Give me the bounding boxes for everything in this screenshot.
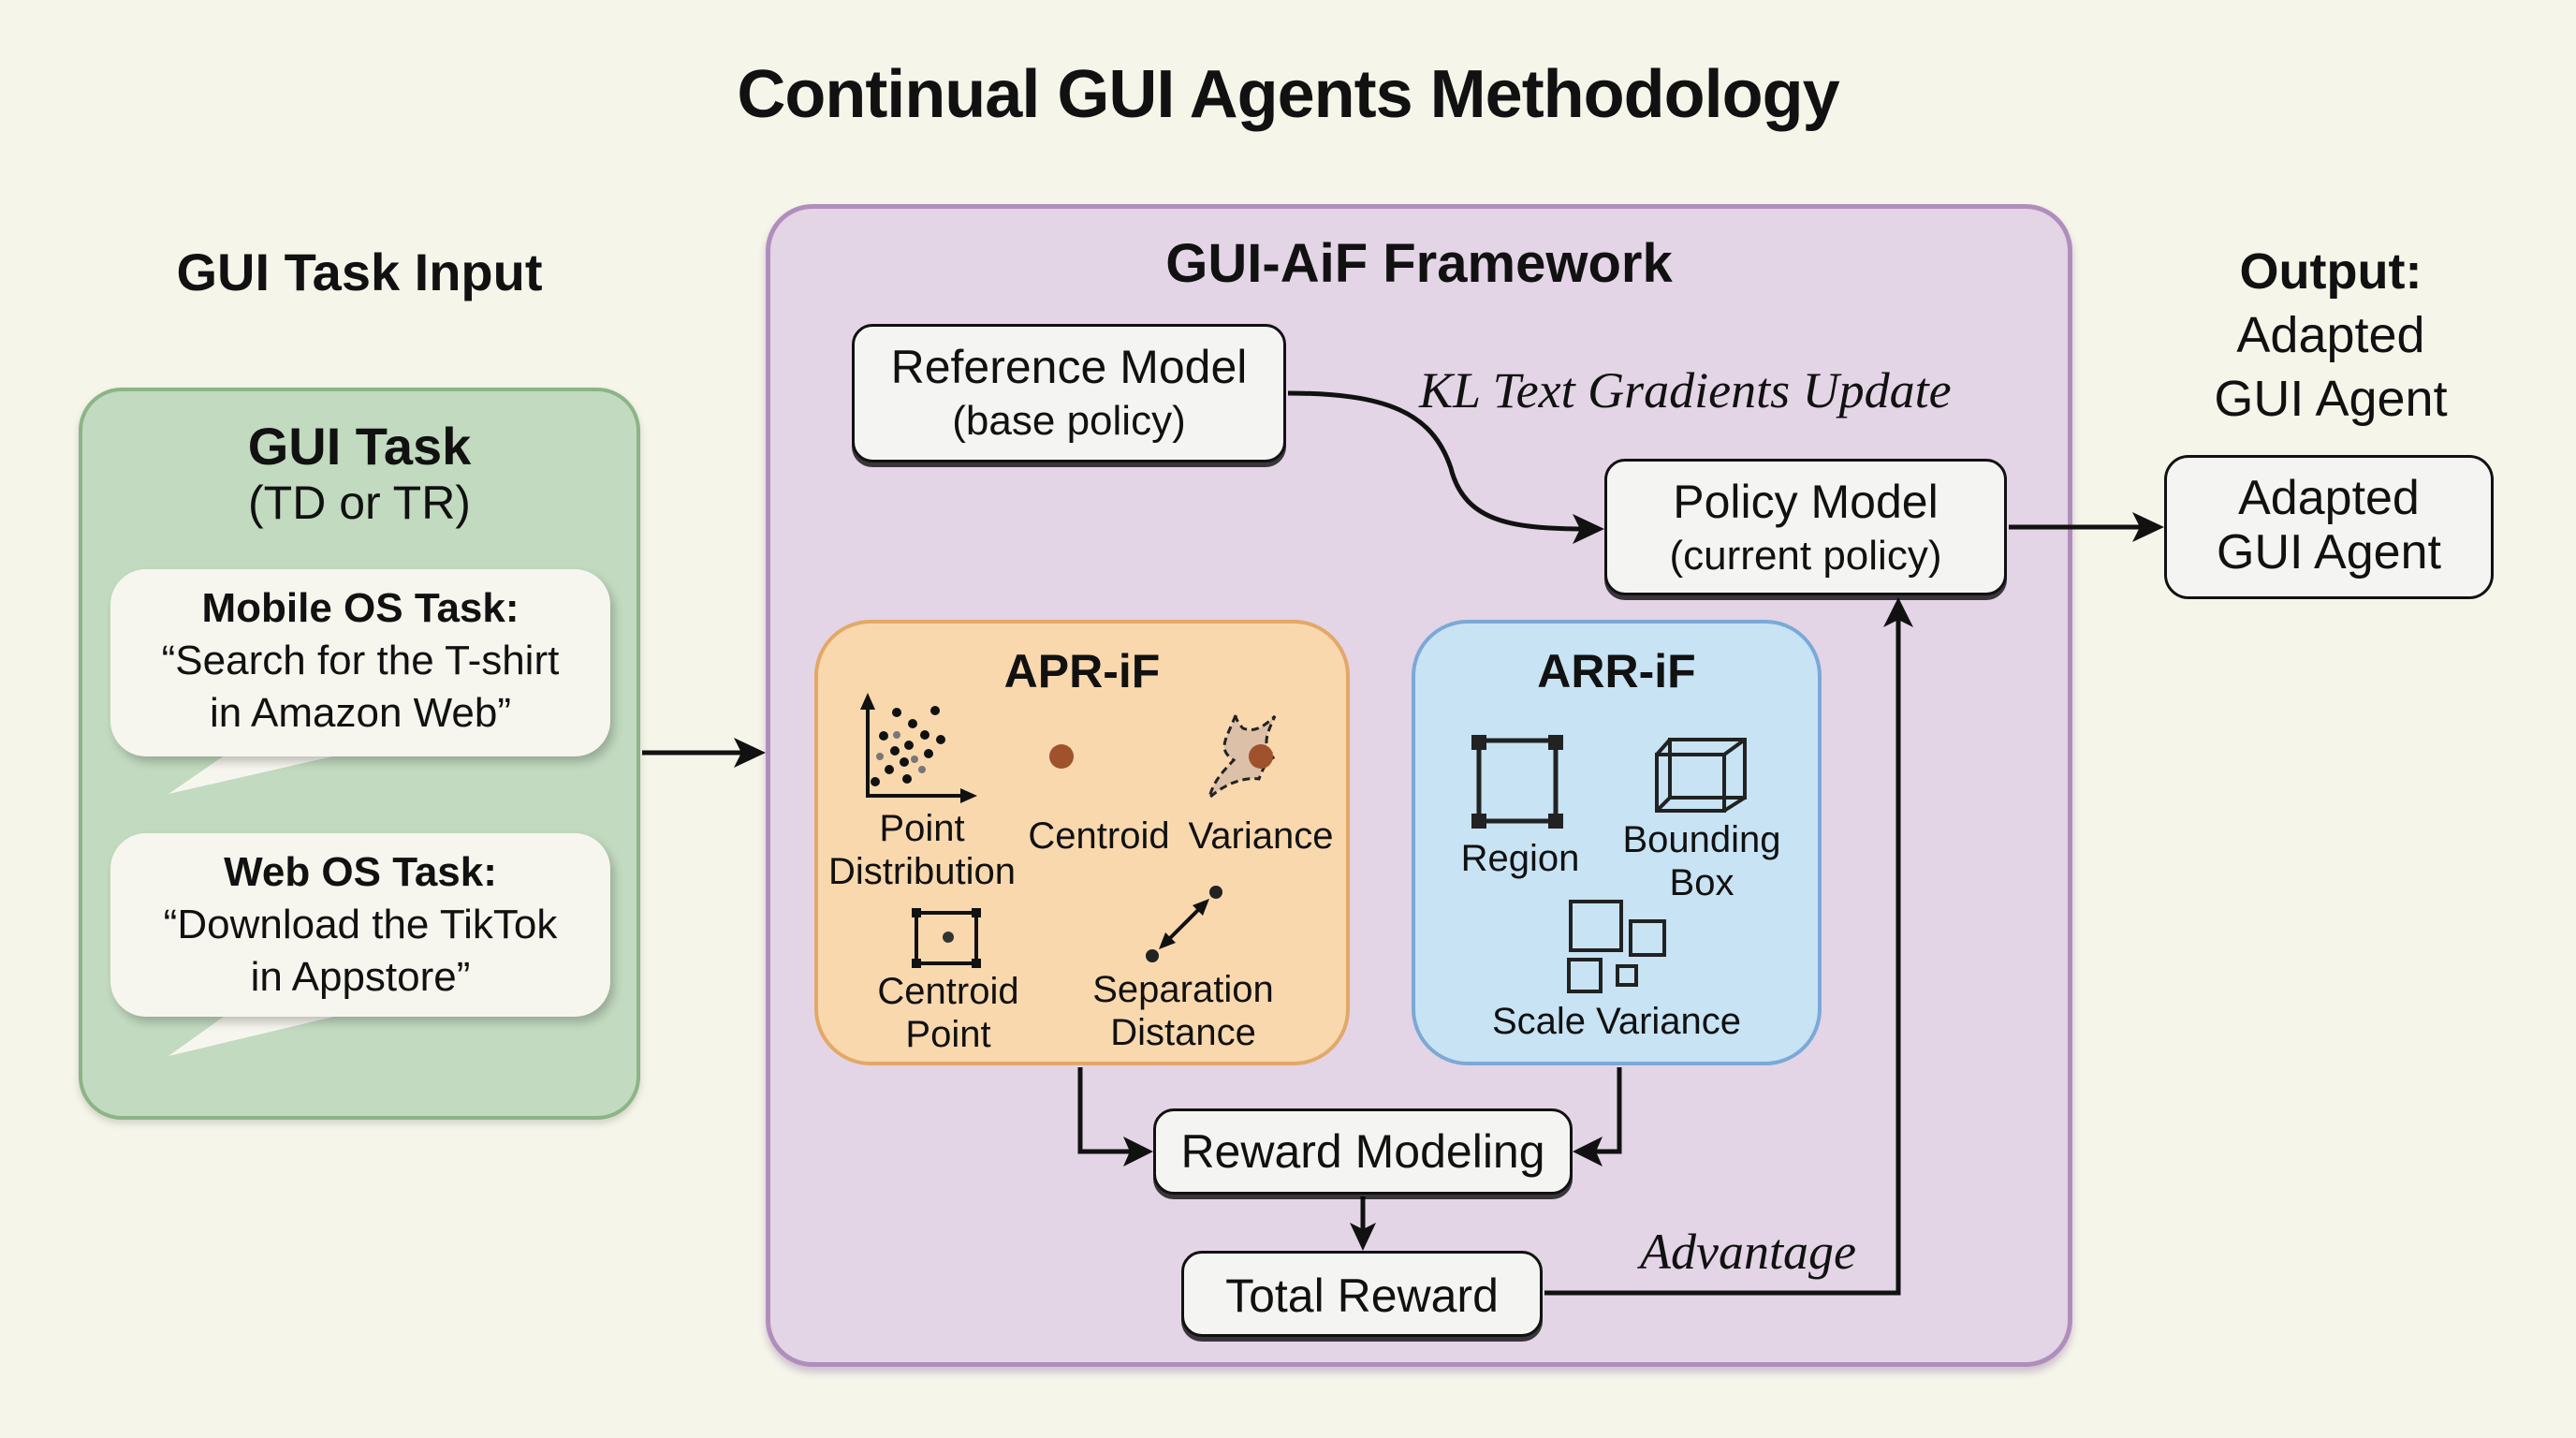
apr-item-centroid: Centroid	[1028, 815, 1170, 857]
input-arrowhead	[734, 738, 766, 768]
gui-task-subtitle: (TD or TR)	[248, 477, 471, 529]
apr-item-separation-distance: Separation Distance	[1069, 968, 1297, 1054]
arr-item-bounding-box: Bounding Box	[1610, 818, 1793, 904]
output-heading-line3: GUI Agent	[2214, 371, 2448, 427]
policy-model-box: Policy Model (current policy)	[1604, 459, 2007, 595]
apr-item-centroid-point: Centroid Point	[848, 970, 1048, 1056]
apr-to-reward-arrow	[1077, 1067, 1144, 1154]
framework-title: GUI-AiF Framework	[1165, 233, 1673, 294]
advantage-label: Advantage	[1640, 1224, 1856, 1280]
reference-model-label: Reference Model	[890, 341, 1248, 393]
apr-if-box	[814, 620, 1350, 1065]
mobile-task-text-line1: “Search for the T-shirt	[161, 638, 560, 683]
kl-gradient-label: KL Text Gradients Update	[1419, 362, 1952, 418]
centroid-point-label-line1: Centroid	[877, 971, 1019, 1012]
kl-update-curve	[1287, 390, 1592, 532]
arr-item-scale-variance: Scale Variance	[1491, 1001, 1742, 1042]
policy-model-label: Policy Model	[1673, 476, 1939, 528]
mobile-task-bubble: Mobile OS Task: “Search for the T-shirt …	[110, 569, 610, 756]
web-task-bubble: Web OS Task: “Download the TikTok in App…	[110, 833, 610, 1017]
separation-distance-label-line1: Separation	[1092, 969, 1274, 1010]
web-task-text-line1: “Download the TikTok	[163, 902, 558, 947]
reward-modeling-box: Reward Modeling	[1153, 1108, 1573, 1195]
gui-task-title: GUI Task	[247, 417, 472, 476]
arr-arrowhead	[1573, 1137, 1603, 1167]
total-reward-label: Total Reward	[1225, 1269, 1499, 1322]
apr-arrowhead	[1123, 1137, 1153, 1167]
kl-arrowhead	[1573, 514, 1604, 544]
centroid-point-label-line2: Point	[905, 1014, 991, 1055]
output-heading-title: Output:	[2239, 243, 2422, 300]
point-distribution-label-line2: Distribution	[827, 851, 1017, 892]
policy-model-sublabel: (current policy)	[1669, 533, 1942, 579]
reference-model-box: Reference Model (base policy)	[852, 324, 1286, 462]
apr-item-point-distribution: Point Distribution	[814, 807, 1030, 893]
arr-item-region: Region	[1460, 838, 1580, 879]
reward-modeling-label: Reward Modeling	[1180, 1125, 1545, 1178]
output-arrowhead	[2132, 512, 2164, 542]
advantage-arrowhead	[1883, 597, 1913, 627]
separation-distance-label-line2: Distance	[1110, 1012, 1256, 1053]
total-reward-box: Total Reward	[1181, 1251, 1543, 1337]
bounding-box-label-line1: Bounding	[1622, 819, 1781, 860]
adapted-agent-line1: Adapted	[2238, 471, 2420, 525]
apr-item-variance: Variance	[1188, 815, 1334, 857]
advantage-arrow	[1544, 609, 1901, 1296]
point-distribution-label-line1: Point	[879, 808, 965, 849]
bounding-box-label-line2: Box	[1669, 862, 1734, 903]
input-heading: GUI Task Input	[176, 242, 543, 301]
diagram-title: Continual GUI Agents Methodology	[737, 57, 1839, 132]
arr-if-box	[1412, 620, 1822, 1065]
arr-if-title: ARR-iF	[1537, 645, 1696, 697]
total-arrowhead	[1350, 1223, 1376, 1251]
adapted-agent-line2: GUI Agent	[2217, 525, 2441, 580]
output-heading-line2: Adapted	[2236, 307, 2425, 363]
reference-model-sublabel: (base policy)	[952, 398, 1186, 444]
web-task-label: Web OS Task:	[224, 849, 497, 895]
mobile-task-label: Mobile OS Task:	[201, 585, 520, 631]
web-task-text-line2: in Appstore”	[250, 954, 471, 1000]
apr-if-title: APR-iF	[1003, 645, 1161, 697]
mobile-task-text-line2: in Amazon Web”	[209, 690, 511, 736]
output-heading: Output: Adapted GUI Agent	[2115, 240, 2546, 431]
adapted-agent-box: Adapted GUI Agent	[2164, 455, 2494, 599]
